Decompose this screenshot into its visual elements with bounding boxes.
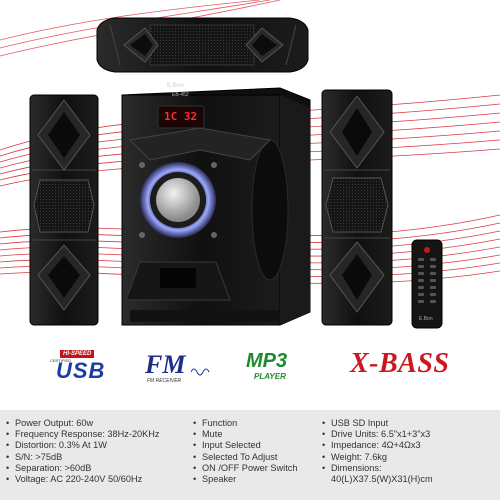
subwoofer <box>121 87 311 326</box>
fm-badge: FM FM RECEIVER <box>145 350 215 390</box>
spec-item: Frequency Response: 38Hz-20KHz <box>6 429 160 440</box>
mp3-badge: MP3 PLAYER <box>246 350 306 390</box>
spec-item: Speaker <box>193 474 297 485</box>
specs-column-physical: USB SD Input Drive Units: 6.5"x1+3"x3 Im… <box>322 418 433 485</box>
fm-logo: FM <box>145 350 186 379</box>
remote-brand: E.Bon <box>419 316 433 322</box>
spec-item: Power Output: 60w <box>6 418 160 429</box>
fm-receiver-label: FM RECEIVER <box>147 378 182 384</box>
model-label: EB-452 <box>172 92 189 98</box>
xbass-logo: X-BASS <box>350 348 450 379</box>
spec-item: Drive Units: 6.5"x1+3"x3 <box>322 429 433 440</box>
radio-wave-icon <box>191 368 210 376</box>
feature-badges: HI-SPEED CERTIFIED USB FM FM RECEIVER MP… <box>0 340 500 400</box>
usb-logo: USB <box>56 358 106 383</box>
specs-column-electrical: Power Output: 60w Frequency Response: 38… <box>6 418 160 485</box>
remote-control <box>411 239 443 329</box>
spec-item: Selected To Adjust <box>193 452 297 463</box>
volume-knob <box>156 178 200 222</box>
spec-item: Dimensions: <box>322 463 433 474</box>
spec-item: USB SD Input <box>322 418 433 429</box>
specs-column-controls: Function Mute Input Selected Selected To… <box>193 418 297 485</box>
spec-item: Voltage: AC 220-240V 50/60Hz <box>6 474 160 485</box>
usb-hispeed-label: HI-SPEED <box>60 350 95 358</box>
center-speaker <box>96 17 309 73</box>
mp3-player-label: PLAYER <box>254 372 286 381</box>
spec-item: ON /OFF Power Switch <box>193 463 297 474</box>
usb-badge: HI-SPEED CERTIFIED USB <box>50 348 118 386</box>
right-satellite-speaker <box>321 89 393 326</box>
spec-item: S/N: >75dB <box>6 452 160 463</box>
spec-item-continuation: 40(L)X37.5(W)X31(H)cm <box>331 474 433 485</box>
spec-item: Mute <box>193 429 297 440</box>
left-satellite-speaker <box>29 94 99 326</box>
spec-item: Separation: >60dB <box>6 463 160 474</box>
spec-item: Distortion: 0.3% At 1W <box>6 440 160 451</box>
brand-logo: E.Bon <box>167 83 185 89</box>
display-readout: 1C 32 <box>164 110 198 123</box>
mp3-logo: MP3 <box>246 350 288 372</box>
speaker-system-illustration <box>0 0 500 329</box>
usb-certified-label: CERTIFIED <box>50 358 72 363</box>
specifications-panel: Power Output: 60w Frequency Response: 38… <box>0 410 500 500</box>
spec-item: Impedance: 4Ω+4Ωx3 <box>322 440 433 451</box>
spec-item: Weight: 7.6kg <box>322 452 433 463</box>
spec-item: Function <box>193 418 297 429</box>
spec-item: Input Selected <box>193 440 297 451</box>
